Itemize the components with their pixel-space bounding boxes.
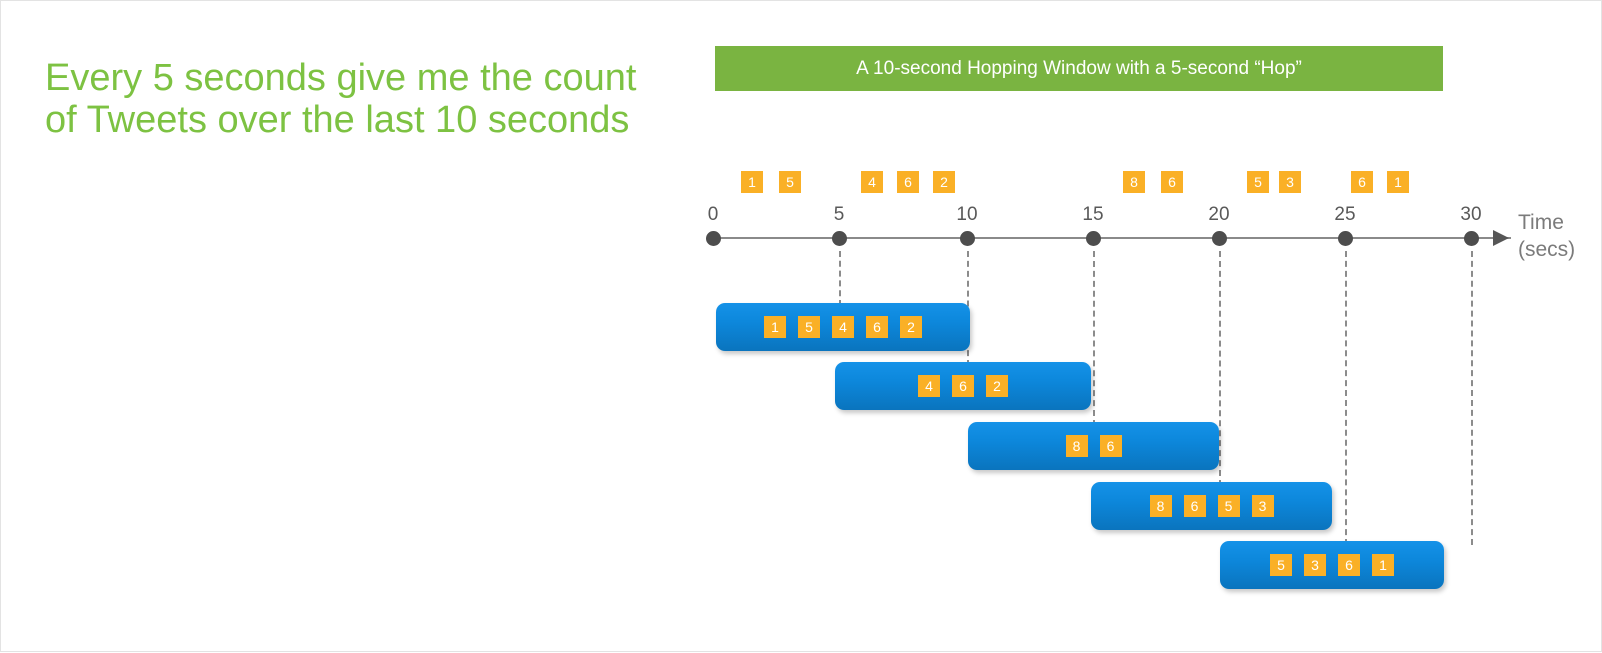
window-tweet-chip: 6 [1338, 554, 1360, 576]
title-banner-label: A 10-second Hopping Window with a 5-seco… [856, 57, 1302, 79]
timeline-tick-label: 5 [833, 204, 845, 225]
timeline-tick-dot [1086, 231, 1101, 246]
window-tweet-chip: 5 [1270, 554, 1292, 576]
timeline-tick-dot [1212, 231, 1227, 246]
tweet-event-chip: 5 [779, 171, 801, 193]
tweet-event-chip: 6 [1351, 171, 1373, 193]
window-tweet-chip: 6 [952, 375, 974, 397]
timeline-tick-label: 15 [1082, 204, 1104, 225]
timeline-tick-dot [706, 231, 721, 246]
timeline-tick-label: 25 [1334, 204, 1356, 225]
tweet-event-chip: 6 [897, 171, 919, 193]
axis-label-time: Time (secs) [1518, 209, 1602, 263]
timeline-tick-label: 30 [1460, 204, 1482, 225]
timeline-tick-dot [960, 231, 975, 246]
window-tweet-chip: 1 [764, 316, 786, 338]
window-tweet-chip: 6 [866, 316, 888, 338]
window-tweet-chip: 2 [986, 375, 1008, 397]
tweet-event-chip: 2 [933, 171, 955, 193]
tick-drop-line [1345, 251, 1347, 545]
timeline-axis [713, 237, 1511, 239]
tick-drop-line [1471, 251, 1473, 545]
window-tweet-chip: 8 [1065, 435, 1088, 457]
timeline-tick-dot [1464, 231, 1479, 246]
tweet-event-chip: 1 [741, 171, 763, 193]
tweet-event-chip: 4 [861, 171, 883, 193]
window-tweet-chip: 5 [1217, 495, 1240, 517]
window-tweet-chip: 4 [918, 375, 940, 397]
tweet-event-chip: 6 [1161, 171, 1183, 193]
tweet-event-chip: 3 [1279, 171, 1301, 193]
window-tweet-chip: 1 [1372, 554, 1394, 576]
timeline-arrow-icon [1493, 230, 1509, 246]
timeline-tick-label: 20 [1208, 204, 1230, 225]
timeline-tick-dot [1338, 231, 1353, 246]
page-title: Every 5 seconds give me the count of Twe… [45, 57, 637, 141]
timeline-tick-dot [832, 231, 847, 246]
tick-drop-line [1219, 251, 1221, 486]
timeline-tick-label: 10 [956, 204, 978, 225]
window-tweet-chip: 8 [1149, 495, 1172, 517]
timeline-tick-label: 0 [707, 204, 719, 225]
window-tweet-chip: 4 [832, 316, 854, 338]
window-tweet-chip: 3 [1251, 495, 1274, 517]
window-tweet-chip: 3 [1304, 554, 1326, 576]
tick-drop-line [1093, 251, 1095, 426]
axis-label-time-unit: (secs) [1518, 238, 1576, 261]
tweet-event-chip: 8 [1123, 171, 1145, 193]
window-tweet-chip: 6 [1183, 495, 1206, 517]
window-tweet-chip: 2 [900, 316, 922, 338]
window-tweet-chip: 6 [1099, 435, 1122, 457]
axis-label-time-text: Time [1518, 211, 1564, 234]
title-banner: A 10-second Hopping Window with a 5-seco… [715, 46, 1443, 91]
window-tweet-chip: 5 [798, 316, 820, 338]
tweet-event-chip: 1 [1387, 171, 1409, 193]
tweet-event-chip: 5 [1247, 171, 1269, 193]
tick-drop-line [839, 251, 841, 306]
